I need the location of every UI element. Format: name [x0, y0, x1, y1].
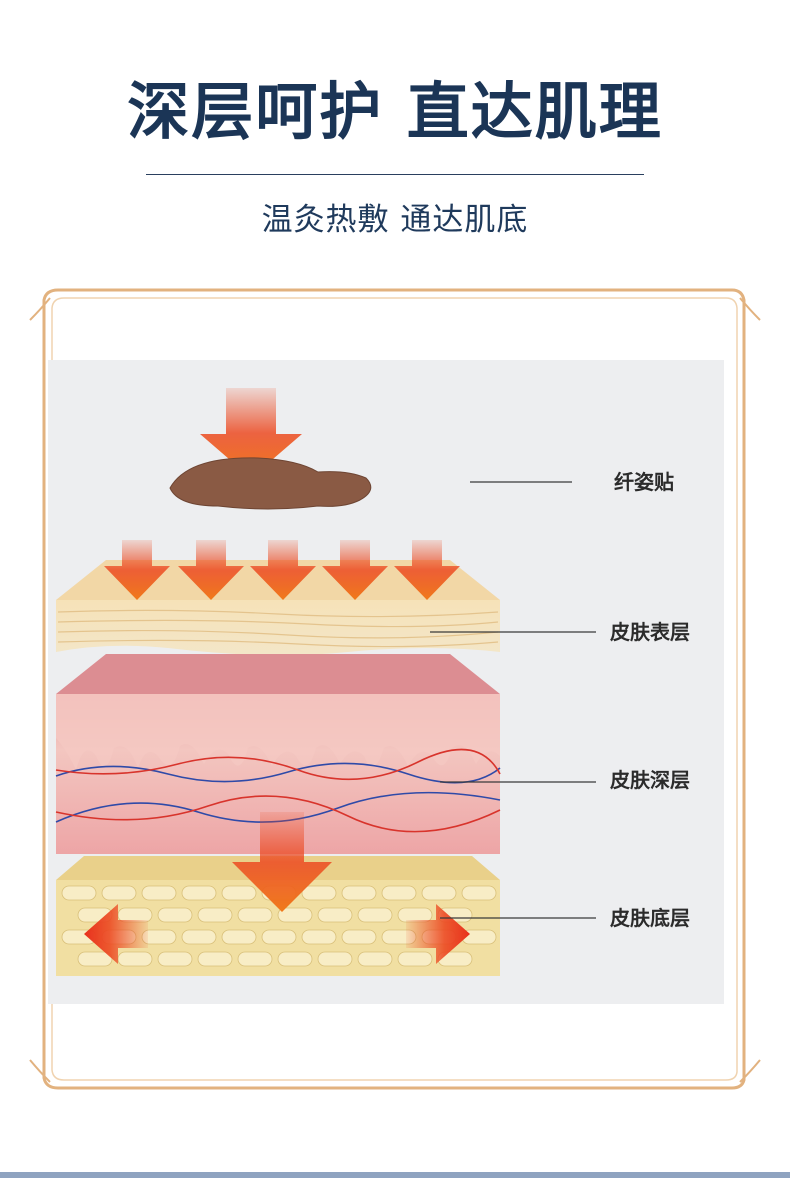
heat-arrow-deep	[232, 812, 332, 912]
label-epidermis: 皮肤表层	[610, 620, 690, 644]
title-divider	[146, 174, 644, 175]
heat-arrow-left	[84, 904, 148, 964]
dermis-top	[56, 654, 500, 694]
label-base: 皮肤底层	[610, 906, 690, 930]
heat-arrow-5	[394, 540, 460, 600]
label-patch: 纤姿贴	[614, 470, 674, 494]
heat-arrow-2	[178, 540, 244, 600]
bottom-accent-bar	[0, 1172, 790, 1178]
heat-arrow-3	[250, 540, 316, 600]
page-title: 深层呵护 直达肌理	[127, 75, 663, 148]
skin-layer-diagram: 纤姿贴 皮肤表层 皮肤深层 皮肤底层	[48, 360, 724, 1004]
heat-arrow-4	[322, 540, 388, 600]
heat-arrow-1	[104, 540, 170, 600]
epidermis-front	[56, 600, 500, 656]
heat-arrow-right	[406, 904, 470, 964]
patch-shape	[169, 457, 372, 510]
skin-layers-illustration	[55, 388, 596, 976]
heat-arrow-top	[200, 388, 302, 478]
page-subtitle: 温灸热敷 通达肌底	[261, 202, 529, 238]
label-dermis: 皮肤深层	[610, 768, 690, 792]
